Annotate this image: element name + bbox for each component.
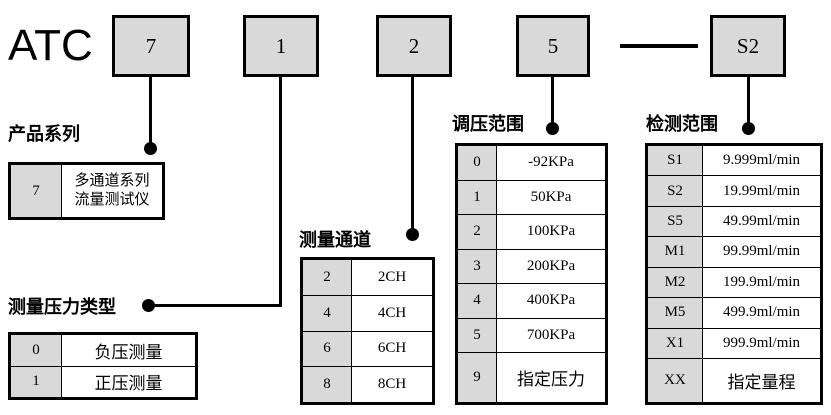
cell-desc-line1: 多通道系列 [74, 173, 150, 190]
cell-code: 9 [457, 352, 497, 403]
table-row: 8 8CH [302, 366, 433, 403]
cell-desc: 2CH [351, 259, 433, 296]
connector-series-dot [144, 142, 157, 155]
cell-code: M2 [647, 266, 703, 299]
brand-label: ATC [8, 21, 93, 70]
cell-code: 0 [457, 145, 497, 181]
cell-desc: 49.99ml/min [702, 205, 821, 238]
cell-desc: 正压测量 [61, 365, 196, 398]
connector-pressure-type-vertical [279, 77, 282, 307]
table-row: XX 指定量程 [647, 357, 821, 404]
cell-desc: 4CH [351, 294, 433, 332]
table-row: 3 200KPa [457, 248, 606, 285]
code-box-channels[interactable]: 2 [376, 15, 452, 77]
cell-code: M1 [647, 236, 703, 268]
caption-measure-channel: 测量通道 [299, 230, 371, 250]
connector-pressure-range-dot [546, 122, 559, 135]
table-detection-range: S1 9.999ml/min S2 19.99ml/min S5 49.99ml… [645, 143, 823, 405]
table-measure-channel: 2 2CH 4 4CH 6 6CH 8 8CH [300, 257, 435, 405]
cell-code: 7 [10, 164, 62, 218]
cell-code: 5 [457, 317, 497, 354]
connector-channels-dot [406, 228, 419, 241]
table-row: S2 19.99ml/min [647, 175, 821, 207]
table-row: 7 多通道系列 流量测试仪 [10, 164, 163, 218]
cell-code: 8 [302, 366, 352, 403]
cell-desc: 多通道系列 流量测试仪 [61, 164, 163, 218]
cell-desc: 100KPa [496, 214, 606, 250]
table-row: 1 50KPa [457, 179, 606, 216]
table-row: 2 100KPa [457, 214, 606, 250]
cell-code: 1 [457, 179, 497, 216]
code-box-series[interactable]: 7 [112, 15, 190, 77]
cell-desc: 700KPa [496, 317, 606, 354]
cell-desc-line2: 流量测试仪 [74, 192, 150, 208]
cell-desc: 指定量程 [702, 357, 821, 404]
cell-code: 3 [457, 248, 497, 285]
cell-code: X1 [647, 327, 703, 359]
table-row: 9 指定压力 [457, 352, 606, 403]
table-row: S1 9.999ml/min [647, 144, 821, 177]
cell-code: 1 [10, 365, 62, 398]
cell-code: S1 [647, 144, 703, 177]
cell-desc: 200KPa [496, 248, 606, 285]
caption-pressure-type: 测量压力类型 [8, 297, 116, 317]
cell-desc: 50KPa [496, 179, 606, 216]
cell-code: 4 [457, 283, 497, 319]
connector-detection-range-dot [742, 122, 755, 135]
cell-code: M5 [647, 297, 703, 329]
table-row: 5 700KPa [457, 317, 606, 354]
connector-channels-vertical [411, 77, 414, 235]
cell-desc: 19.99ml/min [702, 175, 821, 207]
code-box-pressure-range[interactable]: 5 [516, 15, 590, 77]
connector-pressure-range-vertical [551, 77, 554, 129]
table-row: 1 正压测量 [10, 365, 196, 398]
caption-product-series: 产品系列 [8, 124, 80, 144]
cell-desc: -92KPa [496, 145, 606, 181]
cell-code: 4 [302, 294, 352, 332]
connector-pressure-type-dot [142, 299, 155, 312]
table-row: 0 -92KPa [457, 145, 606, 181]
cell-desc: 负压测量 [61, 334, 196, 367]
table-row: S5 49.99ml/min [647, 205, 821, 238]
table-pressure-type: 0 负压测量 1 正压测量 [8, 332, 198, 400]
cell-desc: 99.99ml/min [702, 236, 821, 268]
table-row: 0 负压测量 [10, 334, 196, 367]
table-row: M1 99.99ml/min [647, 236, 821, 268]
cell-desc: 9.999ml/min [702, 144, 821, 177]
cell-desc: 199.9ml/min [702, 266, 821, 299]
cell-code: 6 [302, 330, 352, 368]
table-row: 6 6CH [302, 330, 433, 368]
cell-code: 0 [10, 334, 62, 367]
table-row: M2 199.9ml/min [647, 266, 821, 299]
caption-pressure-range: 调压范围 [452, 114, 524, 134]
cell-desc: 6CH [351, 330, 433, 368]
cell-code: 2 [457, 214, 497, 250]
table-row: M5 499.9ml/min [647, 297, 821, 329]
cell-code: 2 [302, 259, 352, 296]
connector-detection-range-vertical [747, 77, 750, 129]
table-row: X1 999.9ml/min [647, 327, 821, 359]
cell-desc: 400KPa [496, 283, 606, 319]
table-pressure-range: 0 -92KPa 1 50KPa 2 100KPa 3 200KPa 4 400… [455, 143, 608, 405]
code-separator-dash [620, 44, 698, 48]
cell-code: XX [647, 357, 703, 404]
table-row: 4 400KPa [457, 283, 606, 319]
table-row: 4 4CH [302, 294, 433, 332]
table-row: 2 2CH [302, 259, 433, 296]
connector-pressure-type-horizontal [150, 304, 282, 307]
cell-desc: 999.9ml/min [702, 327, 821, 359]
code-box-detection-range[interactable]: S2 [710, 15, 786, 77]
code-box-pressure-type[interactable]: 1 [243, 15, 319, 77]
cell-desc: 指定压力 [496, 352, 606, 403]
connector-series-vertical [149, 77, 152, 149]
caption-detection-range: 检测范围 [646, 114, 718, 134]
cell-desc: 499.9ml/min [702, 297, 821, 329]
table-product-series: 7 多通道系列 流量测试仪 [8, 162, 165, 220]
cell-code: S5 [647, 205, 703, 238]
cell-desc: 8CH [351, 366, 433, 403]
cell-code: S2 [647, 175, 703, 207]
